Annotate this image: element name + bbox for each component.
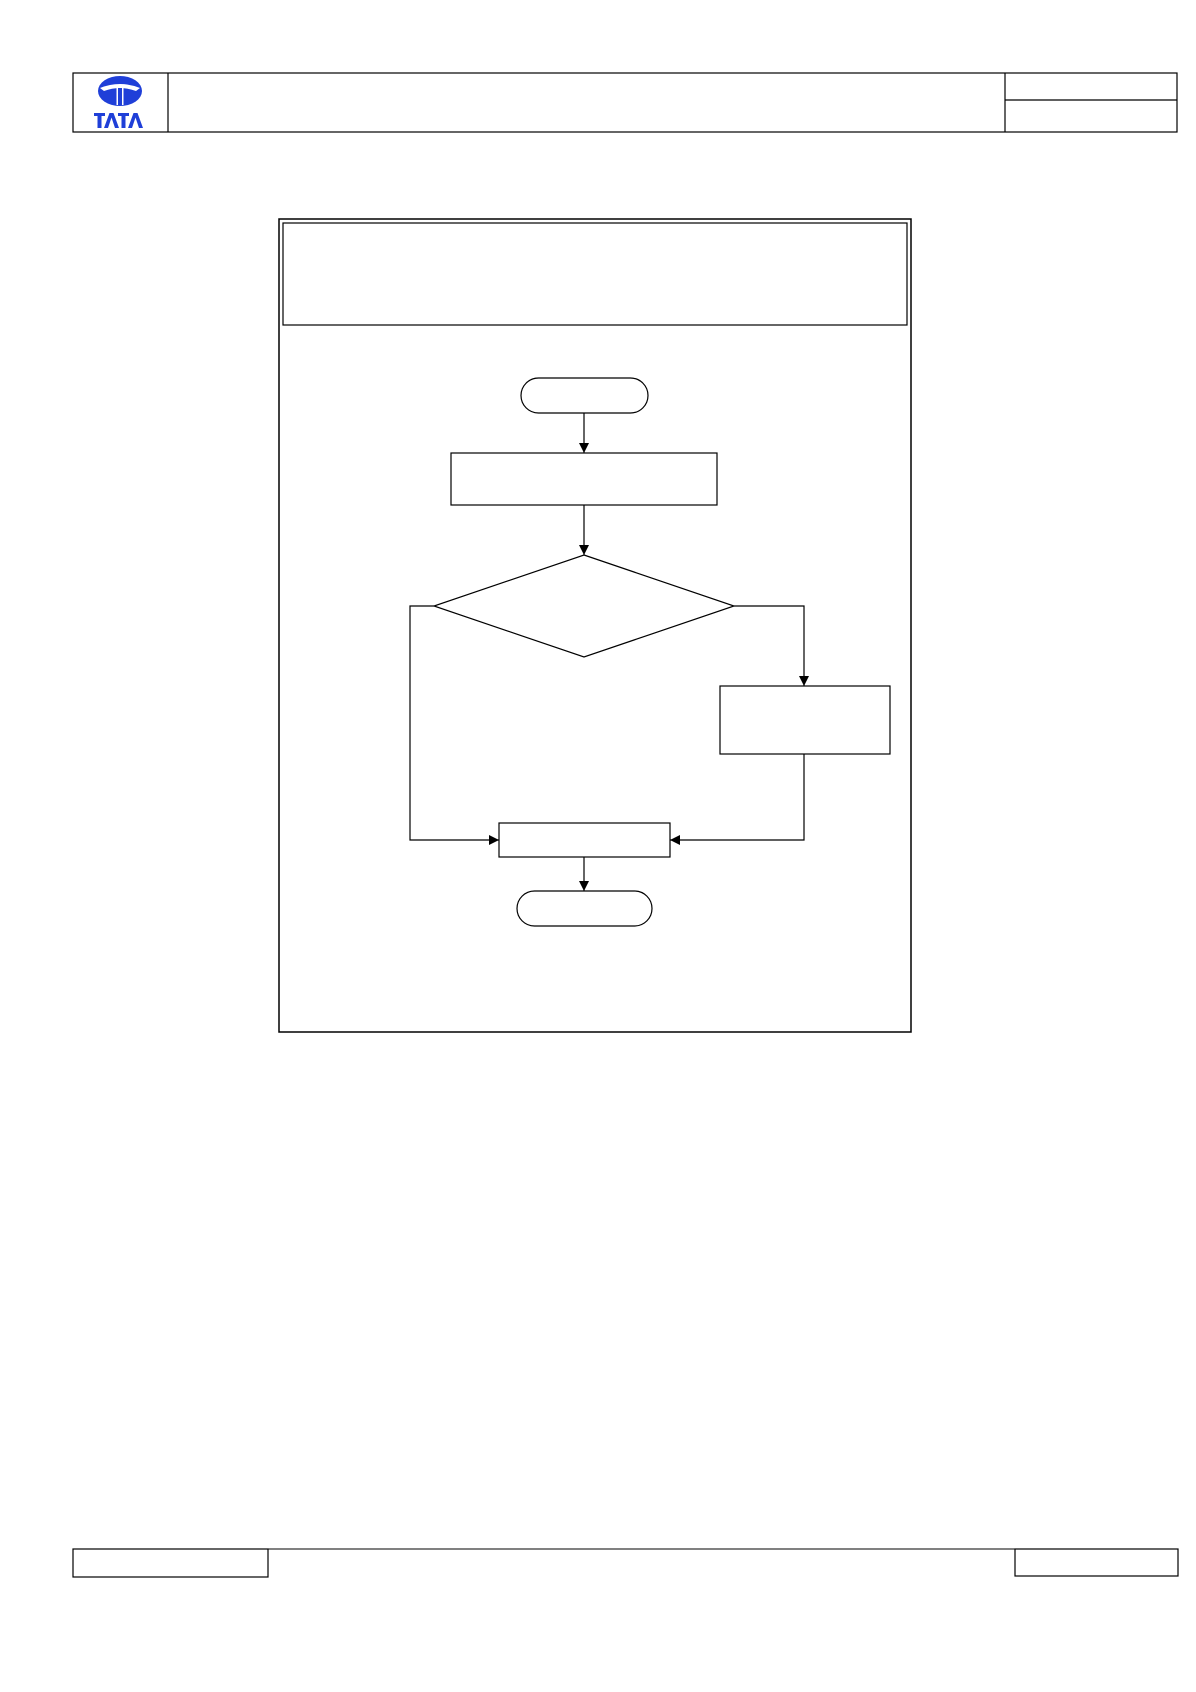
- merge-box: [498, 822, 671, 858]
- diagram-frame: [278, 218, 912, 1033]
- start-terminator: [520, 377, 649, 414]
- diagram-outer-border: [278, 218, 912, 1033]
- diagram-heading-box: [282, 222, 908, 326]
- process-box: [450, 452, 718, 506]
- flowchart: [409, 377, 891, 927]
- footer-left-box: [72, 1548, 269, 1578]
- arrow-side-process-to-merge: [670, 754, 805, 845]
- side-process-box: [719, 685, 891, 755]
- end-terminator: [516, 890, 653, 927]
- header-table: [72, 72, 1178, 133]
- footer: [72, 1548, 1179, 1578]
- tata-logo-icon: [94, 76, 143, 128]
- arrow-decision-left-to-merge: [409, 605, 499, 845]
- decision-diamond: [432, 554, 736, 658]
- footer-right-box: [1014, 1548, 1179, 1577]
- arrow-decision-right-to-side-process: [734, 605, 809, 686]
- header-border: [72, 72, 1178, 133]
